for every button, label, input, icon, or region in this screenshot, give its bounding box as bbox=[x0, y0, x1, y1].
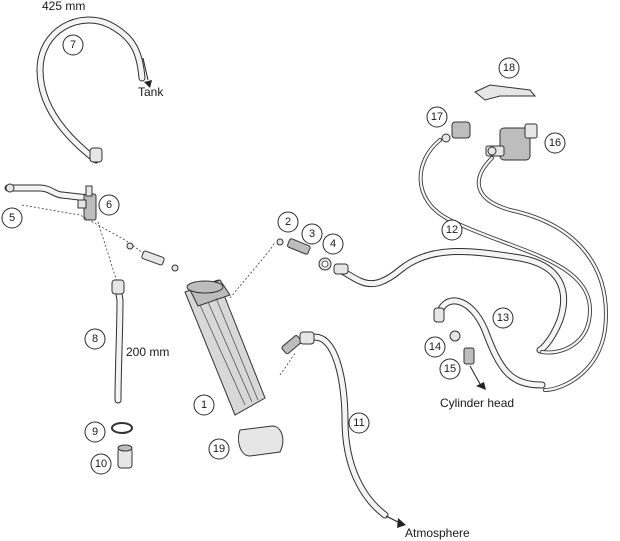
part-15 bbox=[463, 347, 475, 365]
svg-text:7: 7 bbox=[70, 39, 76, 51]
tank-label: Tank bbox=[138, 85, 164, 99]
hose-11 bbox=[279, 331, 389, 519]
callout-13: 13 bbox=[492, 307, 514, 329]
callout-8: 8 bbox=[84, 328, 106, 350]
callout-19: 19 bbox=[208, 438, 230, 460]
connector-6 bbox=[77, 185, 97, 221]
callout-1: 1 bbox=[193, 394, 215, 416]
svg-text:11: 11 bbox=[353, 417, 364, 429]
svg-text:17: 17 bbox=[431, 111, 443, 123]
callout-3: 3 bbox=[301, 223, 323, 245]
bracket-18 bbox=[474, 84, 537, 101]
svg-text:9: 9 bbox=[92, 426, 98, 438]
hose-12 bbox=[333, 248, 568, 354]
part-14 bbox=[449, 330, 461, 342]
callout-11: 11 bbox=[348, 412, 370, 434]
atmosphere-label: Atmosphere bbox=[405, 526, 470, 540]
part-4 bbox=[318, 257, 332, 271]
callout-16: 16 bbox=[544, 132, 566, 154]
svg-text:2: 2 bbox=[285, 216, 291, 228]
callout-2: 2 bbox=[277, 211, 299, 233]
svg-text:16: 16 bbox=[549, 137, 561, 149]
svg-text:12: 12 bbox=[446, 224, 458, 236]
valve-16 bbox=[485, 123, 538, 161]
canister-1 bbox=[184, 279, 266, 416]
thin-line-16 bbox=[476, 156, 608, 392]
hose-13 bbox=[433, 297, 546, 389]
callout-6: 6 bbox=[98, 194, 120, 216]
svg-text:1: 1 bbox=[201, 399, 207, 411]
cylinder-head-arrow bbox=[469, 365, 486, 390]
callout-9: 9 bbox=[84, 421, 106, 443]
thin-line-17 bbox=[418, 138, 593, 355]
callout-12: 12 bbox=[441, 219, 463, 241]
callout-17: 17 bbox=[426, 106, 448, 128]
svg-text:3: 3 bbox=[309, 228, 315, 240]
cylinder-head-label: Cylinder head bbox=[440, 396, 514, 410]
svg-text:8: 8 bbox=[92, 333, 98, 345]
svg-text:18: 18 bbox=[503, 62, 515, 74]
svg-text:4: 4 bbox=[330, 238, 336, 250]
callout-10: 10 bbox=[90, 453, 112, 475]
svg-text:10: 10 bbox=[95, 458, 107, 470]
svg-text:5: 5 bbox=[9, 212, 15, 224]
hose-8 bbox=[97, 221, 125, 404]
hose-7 bbox=[36, 16, 146, 164]
svg-text:19: 19 bbox=[213, 443, 225, 455]
svg-text:6: 6 bbox=[106, 199, 112, 211]
pad-19 bbox=[237, 425, 284, 457]
callout-14: 14 bbox=[424, 336, 446, 358]
cap-10 bbox=[117, 444, 133, 469]
atmosphere-arrow bbox=[385, 515, 406, 528]
callout-5: 5 bbox=[1, 207, 23, 229]
svg-text:13: 13 bbox=[497, 312, 509, 324]
clamp-9 bbox=[111, 422, 133, 434]
part-3 bbox=[287, 238, 311, 255]
callout-4: 4 bbox=[322, 233, 344, 255]
hose-8-length-label: 200 mm bbox=[126, 345, 169, 359]
callout-15: 15 bbox=[439, 358, 461, 380]
part-17 bbox=[441, 121, 471, 143]
valve-left bbox=[126, 242, 179, 272]
svg-text:14: 14 bbox=[429, 341, 441, 353]
callout-7: 7 bbox=[62, 34, 84, 56]
svg-text:15: 15 bbox=[444, 363, 456, 375]
hose-5 bbox=[4, 183, 92, 202]
part-2 bbox=[276, 238, 284, 246]
tank-arrow bbox=[142, 57, 152, 88]
hose-7-length-label: 425 mm bbox=[42, 0, 85, 13]
callout-18: 18 bbox=[498, 57, 520, 79]
